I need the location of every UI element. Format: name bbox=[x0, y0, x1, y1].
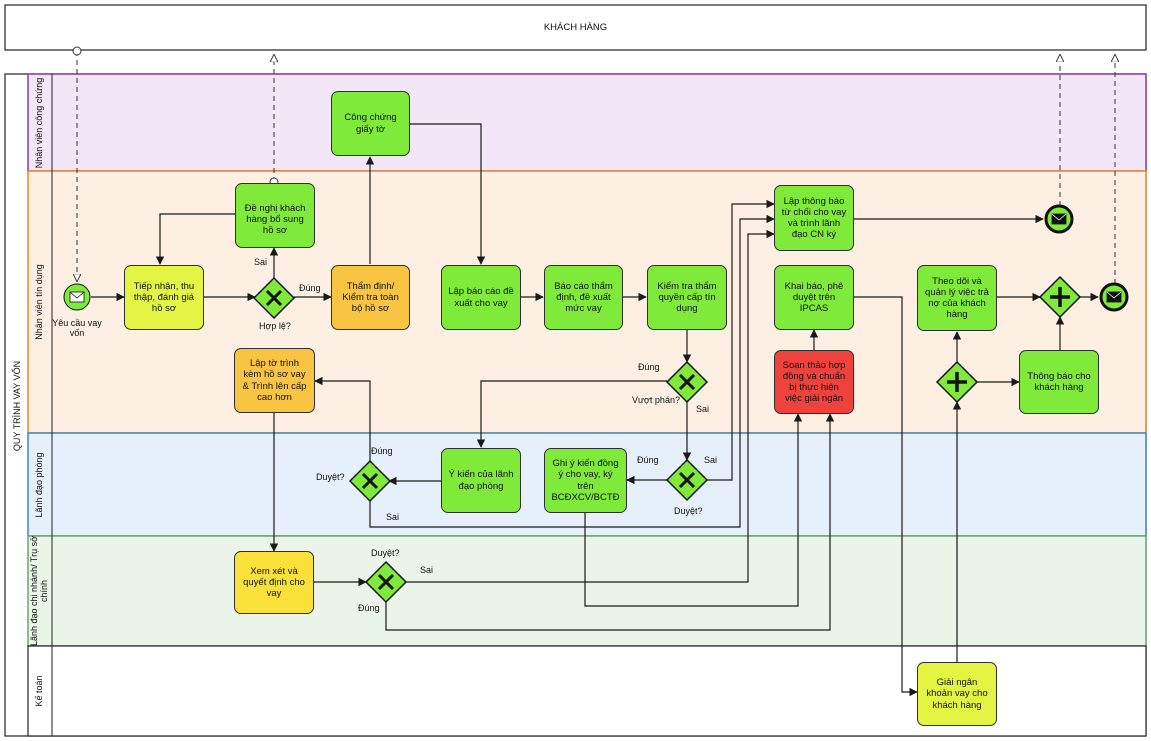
task-label: Ý kiến của lãnh đạo phòng bbox=[448, 469, 514, 492]
task-request-more-docs[interactable]: Đề nghị khách hàng bổ sung hồ sơ bbox=[235, 183, 315, 248]
envelope-icon bbox=[1106, 291, 1122, 303]
gateway-valid bbox=[252, 276, 296, 320]
lane-branch bbox=[27, 535, 1147, 647]
gateway-plus-icon bbox=[1050, 287, 1070, 307]
task-monitor-repayment[interactable]: Theo dõi và quản lý việc trả nợ của khác… bbox=[917, 265, 997, 331]
task-label: Đề nghị khách hàng bổ sung hồ sơ bbox=[244, 202, 306, 237]
sequence-flows bbox=[91, 123, 1099, 697]
end-event-final bbox=[1099, 282, 1129, 312]
task-label: Thẩm định/ Kiểm tra toàn bộ hồ sơ bbox=[342, 280, 399, 315]
task-loan-proposal[interactable]: Lập báo cáo đề xuất cho vay bbox=[441, 265, 521, 330]
gateway-x-icon bbox=[678, 373, 696, 391]
task-label: Báo cáo thẩm định, đề xuất mức vay bbox=[554, 280, 613, 315]
task-label: Lập thông báo từ chối cho vay và trình l… bbox=[781, 195, 847, 241]
task-reject-notice[interactable]: Lập thông báo từ chối cho vay và trình l… bbox=[774, 185, 854, 251]
start-event bbox=[63, 283, 91, 311]
task-label: Công chứng giấy tờ bbox=[344, 112, 397, 135]
lane-notary bbox=[27, 73, 1147, 172]
task-notify-customer[interactable]: Thông báo cho khách hàng bbox=[1019, 350, 1099, 414]
task-check-authority[interactable]: Kiểm tra thẩm quyền cấp tín dụng bbox=[647, 265, 727, 330]
gateway-parallel-split bbox=[935, 360, 979, 404]
flow-deptleft-submission bbox=[314, 376, 371, 461]
flow-deptleft-reject bbox=[369, 214, 775, 528]
task-label: Soạn thảo hợp đồng và chuẩn bị thực hiện… bbox=[782, 359, 846, 405]
task-receive-evaluate[interactable]: Tiếp nhận, thu thập, đánh giá hồ sơ bbox=[124, 265, 204, 330]
gateway-x-icon bbox=[361, 472, 379, 490]
task-label: Theo dõi và quản lý việc trả nợ của khác… bbox=[925, 275, 989, 321]
task-appraisal-report[interactable]: Báo cáo thẩm định, đề xuất mức vay bbox=[544, 265, 623, 330]
task-label: Lập báo cáo đề xuất cho vay bbox=[448, 286, 514, 309]
task-draft-contract[interactable]: Soạn thảo hợp đồng và chuẩn bị thực hiện… bbox=[774, 350, 854, 414]
task-notary[interactable]: Công chứng giấy tờ bbox=[331, 91, 410, 156]
gateway-plus-icon bbox=[947, 372, 967, 392]
flow-agree-contract bbox=[584, 413, 803, 607]
task-disburse[interactable]: Giải ngân khoản vay cho khách hàng bbox=[917, 662, 997, 726]
envelope-icon bbox=[69, 291, 85, 303]
task-label: Tiếp nhận, thu thập, đánh giá hồ sơ bbox=[133, 280, 195, 315]
flow-request-receive bbox=[155, 213, 235, 265]
gateway-parallel-join bbox=[1038, 275, 1082, 319]
gateway-dept-left bbox=[348, 459, 392, 503]
flow-deptapprove-reject bbox=[707, 199, 775, 481]
task-appraise[interactable]: Thẩm định/ Kiểm tra toàn bộ hồ sơ bbox=[331, 265, 410, 330]
gateway-branch bbox=[364, 560, 408, 604]
task-review-decide[interactable]: Xem xét và quyết định cho vay bbox=[234, 551, 314, 614]
envelope-icon bbox=[1051, 213, 1067, 225]
gateway-exceed bbox=[665, 360, 709, 404]
message-flows bbox=[77, 51, 1115, 284]
end-event-reject bbox=[1044, 204, 1074, 234]
gateway-x-icon bbox=[265, 289, 283, 307]
gateway-x-icon bbox=[678, 471, 696, 489]
flow-branch-contract bbox=[385, 413, 835, 631]
task-label: Kiểm tra thẩm quyền cấp tín dụng bbox=[657, 280, 717, 315]
task-label: Giải ngân khoản vay cho khách hàng bbox=[926, 677, 988, 711]
task-ipcas[interactable]: Khai báo, phê duyệt trên IPCAS bbox=[774, 265, 854, 330]
message-flow-origin bbox=[72, 46, 82, 56]
flow-branch-reject bbox=[405, 229, 775, 583]
flow-notary-report bbox=[410, 123, 486, 265]
task-label: Thông báo cho khách hàng bbox=[1027, 370, 1091, 393]
gateway-x-icon bbox=[377, 573, 395, 591]
task-label: Khai báo, phê duyệt trên IPCAS bbox=[784, 280, 844, 315]
task-label: Lập tờ trình kèm hồ sơ vay & Trình lên c… bbox=[242, 358, 307, 403]
flow-ipcas-disburse bbox=[854, 296, 918, 697]
task-submission[interactable]: Lập tờ trình kèm hồ sơ vay & Trình lên c… bbox=[234, 348, 315, 413]
gateway-dept-approve bbox=[665, 458, 709, 502]
task-agree-sign[interactable]: Ghi ý kiến đồng ý cho vay, ký trên BCĐXC… bbox=[544, 448, 627, 513]
task-dept-opinion[interactable]: Ý kiến của lãnh đạo phòng bbox=[441, 448, 521, 513]
customer-pool bbox=[4, 4, 1147, 51]
flow-exceed-dept bbox=[476, 380, 667, 448]
task-label: Ghi ý kiến đồng ý cho vay, ký trên BCĐXC… bbox=[551, 458, 620, 503]
task-label: Xem xét và quyết định cho vay bbox=[243, 565, 305, 600]
